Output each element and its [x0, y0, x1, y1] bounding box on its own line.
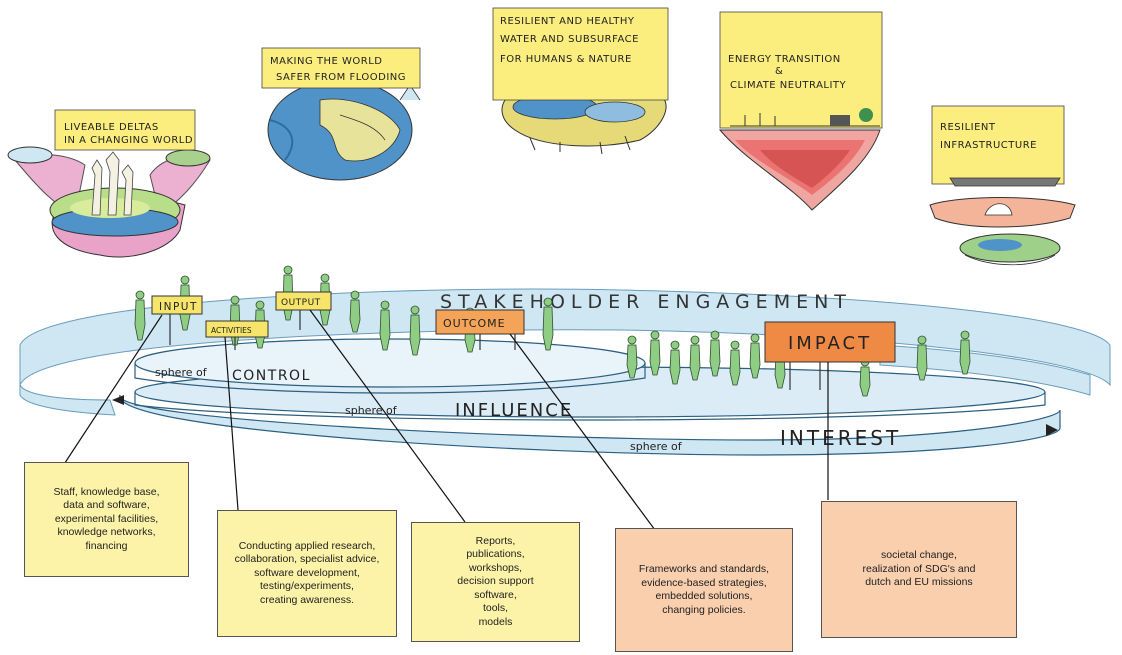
person-icon — [134, 290, 146, 341]
theme-title-energy-line1: ENERGY TRANSITION — [728, 54, 841, 65]
person-icon — [859, 357, 871, 397]
sign-output: OUTPUT — [275, 291, 332, 330]
theme-liveable-deltas: LIVEABLE DELTAS IN A CHANGING WORLD — [7, 109, 211, 258]
sign-outcome: OUTCOME — [435, 309, 525, 350]
sign-impact: IMPACT — [764, 321, 896, 390]
stakeholder-engagement-label: STAKEHOLDER ENGAGEMENT — [440, 291, 852, 313]
theme-water-subsurface: RESILIENT AND HEALTHY WATER AND SUBSURFA… — [492, 7, 669, 155]
person-icon — [749, 333, 761, 379]
connector-outcome — [509, 333, 656, 531]
theme-flooding: MAKING THE WORLD SAFER FROM FLOODING — [261, 47, 421, 181]
activities-description-box: Conducting applied research, collaborati… — [217, 510, 397, 637]
theme-title-infrastructure-line1: RESILIENT — [940, 122, 996, 133]
stakeholder-engagement-ring — [19, 288, 1111, 387]
input-description-text: Staff, knowledge base, data and software… — [53, 485, 160, 552]
spheres-diagram: STAKEHOLDER ENGAGEMENT sphere of INTERES… — [19, 288, 1111, 456]
input-description-box: Staff, knowledge base, data and software… — [24, 462, 189, 577]
theme-energy-transition: ENERGY TRANSITION & CLIMATE NEUTRALITY — [718, 11, 883, 211]
theme-title-liveable-deltas: LIVEABLE DELTAS — [64, 122, 159, 133]
sphere-of-influence-small: sphere of — [345, 404, 398, 417]
theme-title-water-line2: WATER AND SUBSURFACE — [500, 34, 639, 45]
person-icon — [959, 330, 971, 375]
person-icon — [379, 300, 391, 351]
theme-infrastructure: RESILIENT INFRASTRUCTURE — [929, 105, 1076, 266]
sign-output-label: OUTPUT — [281, 298, 321, 308]
theme-subtitle-liveable-deltas: IN A CHANGING WORLD — [64, 135, 193, 146]
theme-title-energy-line2: & — [775, 66, 783, 77]
sign-outcome-label: OUTCOME — [443, 317, 506, 330]
person-icon — [709, 330, 721, 377]
output-description-box: Reports, publications, workshops, decisi… — [411, 522, 580, 642]
person-icon — [649, 330, 661, 376]
sphere-of-control-small: sphere of — [155, 366, 208, 379]
sign-activities: ACTIVITIES — [205, 320, 269, 350]
sign-impact-label: IMPACT — [788, 333, 872, 354]
person-icon — [626, 335, 638, 379]
outcome-description-box: Frameworks and standards, evidence-based… — [615, 528, 793, 652]
impact-description-text: societal change, realization of SDG's an… — [862, 549, 976, 589]
person-icon — [349, 290, 361, 333]
sphere-of-control-ring — [134, 338, 646, 388]
outcome-description-text: Frameworks and standards, evidence-based… — [638, 563, 770, 616]
activities-description-text: Conducting applied research, collaborati… — [234, 539, 380, 606]
person-icon — [689, 335, 701, 381]
connector-output — [309, 309, 466, 523]
pathway-signs: INPUT ACTIVITIES OUTPUT OUTCOME IMPACT — [151, 291, 896, 390]
connector-activities — [224, 336, 239, 511]
theme-title-flooding-line1: MAKING THE WORLD — [270, 56, 383, 67]
person-icon — [542, 297, 554, 351]
connector-lines — [54, 309, 829, 531]
impact-description-box: societal change, realization of SDG's an… — [821, 501, 1017, 638]
theme-title-water-line3: FOR HUMANS & NATURE — [500, 54, 632, 65]
person-icon — [916, 335, 928, 381]
theme-title-infrastructure-line2: INFRASTRUCTURE — [940, 140, 1037, 151]
sign-activities-label: ACTIVITIES — [211, 326, 252, 335]
sphere-of-interest-small: sphere of — [630, 440, 683, 453]
theme-title-energy-line3: CLIMATE NEUTRALITY — [730, 80, 847, 91]
theme-title-water-line1: RESILIENT AND HEALTHY — [500, 16, 635, 27]
sphere-of-influence-big: INFLUENCE — [455, 400, 573, 421]
sign-input-label: INPUT — [159, 301, 198, 313]
connector-input — [54, 314, 163, 479]
person-icon — [729, 340, 741, 386]
person-icon — [669, 340, 681, 385]
output-description-text: Reports, publications, workshops, decisi… — [457, 534, 534, 628]
sphere-of-control-big: CONTROL — [232, 368, 311, 384]
sphere-of-interest-big: INTEREST — [780, 426, 901, 450]
sign-input: INPUT — [151, 295, 203, 345]
theme-title-flooding-line2: SAFER FROM FLOODING — [276, 72, 406, 83]
person-icon — [409, 305, 421, 356]
